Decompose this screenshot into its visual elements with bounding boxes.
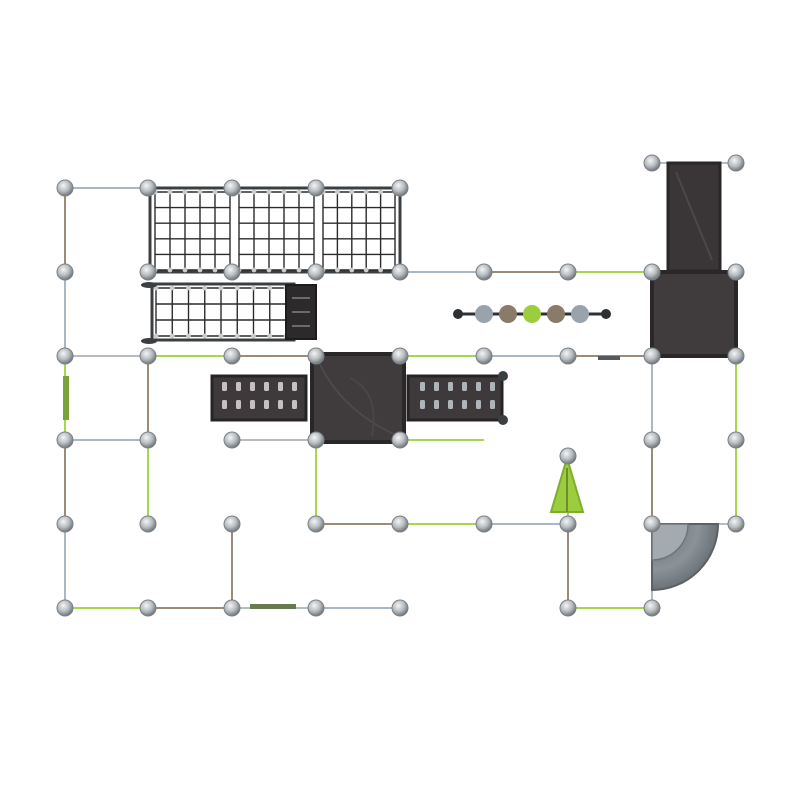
climbing-net-icon [153,285,289,339]
post-icon [56,263,74,281]
post-icon [56,179,74,197]
post-icon [727,515,745,533]
post-icon [643,599,661,617]
stepping-discs [453,305,611,323]
post-icon [307,599,325,617]
post-icon [223,347,241,365]
post-icon [727,431,745,449]
small-panels [63,356,620,609]
post-icon [559,347,577,365]
post-icon [307,263,325,281]
post-icon [643,515,661,533]
post-icon [139,179,157,197]
post-icon [139,599,157,617]
post-icon [307,179,325,197]
post-icon [559,599,577,617]
climbing-net-row-top [148,186,402,274]
end-panel [285,284,317,340]
post-icon [727,347,745,365]
activity-panel-icon [420,382,495,409]
post-icon [139,431,157,449]
post-icon [139,347,157,365]
post-icon [223,431,241,449]
post-icon [475,515,493,533]
post-icon [307,347,325,365]
post-icon [56,431,74,449]
post-icon [391,431,409,449]
post-icon [643,431,661,449]
post-icon [223,263,241,281]
activity-panel-icon [222,382,297,409]
deck-center [210,352,508,444]
post-icon [223,599,241,617]
post-icon [643,154,661,172]
deck-tower-right [650,161,738,358]
post-icon [727,263,745,281]
post-icon [391,599,409,617]
post-icon [559,447,577,465]
post-icon [56,347,74,365]
post-icon [56,515,74,533]
post-icon [391,515,409,533]
post-icon [391,263,409,281]
post-icon [475,263,493,281]
climbing-net-icon [152,189,398,273]
post-icon [559,263,577,281]
post-icon [475,347,493,365]
post-icon [391,347,409,365]
post-icon [559,515,577,533]
post-icon [391,179,409,197]
spiral-slide-icon [651,523,720,592]
post-icon [727,154,745,172]
post-icon [307,431,325,449]
post-icon [223,179,241,197]
post-icon [643,347,661,365]
triangle-climber [549,454,585,513]
post-icon [307,515,325,533]
post-icon [643,263,661,281]
post-icon [223,515,241,533]
post-icon [56,599,74,617]
climbing-net-horizontal [141,282,317,344]
post-icon [139,263,157,281]
post-layer [56,154,745,617]
post-icon [139,515,157,533]
